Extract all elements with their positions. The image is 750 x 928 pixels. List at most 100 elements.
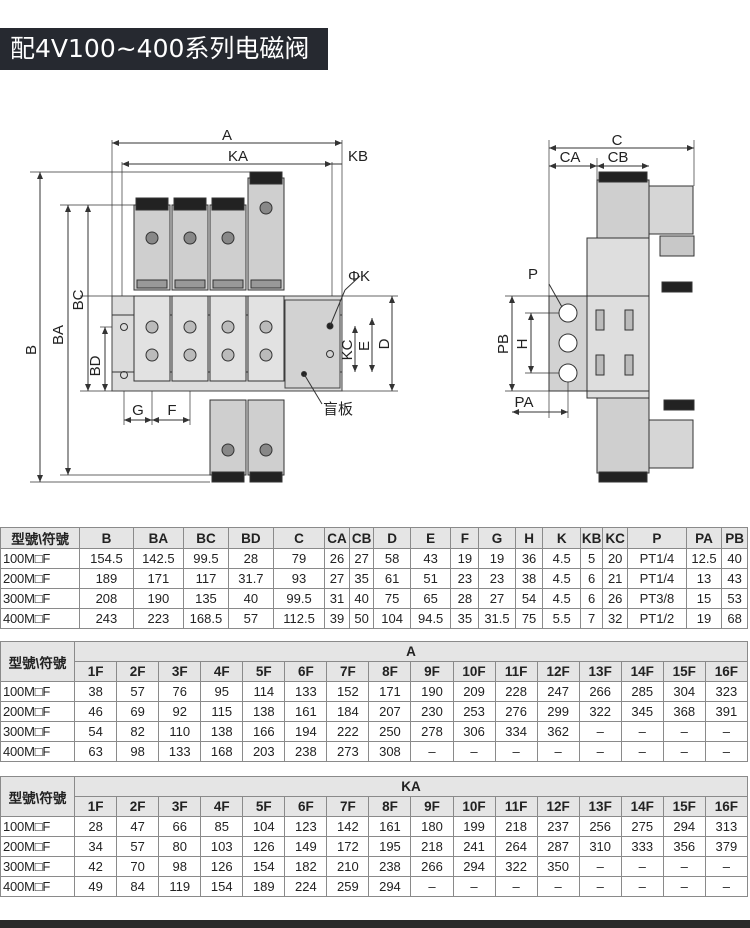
table1-header-cell: 型號\符號: [0, 527, 81, 549]
label-KA: KA: [228, 148, 248, 165]
table-cell: –: [662, 856, 706, 877]
label-BA: BA: [50, 325, 67, 345]
table-cell: 40: [348, 588, 375, 609]
label-CA: CA: [560, 149, 581, 166]
table-cell: 15: [685, 588, 723, 609]
table-cell: 256: [578, 816, 622, 837]
table-cell: 4.5: [542, 568, 581, 589]
table-cell: 23: [478, 568, 516, 589]
table-cell: –: [452, 741, 496, 762]
table-cell: 57: [227, 608, 274, 629]
label-BC: BC: [70, 289, 87, 310]
table-cell: 32: [602, 608, 628, 629]
table-cell: 50: [348, 608, 375, 629]
table-cell: 13: [685, 568, 723, 589]
table-cell: 54: [514, 588, 544, 609]
table-cell: 80: [158, 836, 202, 857]
table2-corner: 型號\符號: [0, 641, 76, 682]
table-cell: –: [494, 876, 538, 897]
table-cell: 84: [116, 876, 160, 897]
label-E: E: [356, 341, 373, 351]
table-cell: 323: [704, 681, 749, 702]
table-cell: 12.5: [685, 548, 723, 569]
table-cell: 94.5: [409, 608, 452, 629]
table-cell: –: [578, 856, 622, 877]
table-cell: 138: [242, 701, 286, 722]
table-cell: 46: [74, 701, 118, 722]
table-cell: 203: [242, 741, 286, 762]
table-cell: 114: [242, 681, 286, 702]
table-cell: 154: [242, 856, 286, 877]
table-cell: 98: [158, 856, 202, 877]
table-cell: 28: [227, 548, 274, 569]
label-phiK: ΦK: [348, 268, 370, 285]
table-cell: 58: [373, 548, 411, 569]
table3-corner: 型號\符號: [0, 776, 76, 817]
table-cell: 391: [704, 701, 749, 722]
table-cell: 79: [272, 548, 326, 569]
table3-col-header: 10F: [452, 796, 496, 817]
table-cell: 306: [452, 721, 496, 742]
label-BD: BD: [87, 355, 104, 376]
table3-col-header: 12F: [536, 796, 580, 817]
table-cell: –: [578, 876, 622, 897]
table-cell: 100M□F: [0, 816, 76, 837]
table-cell: 133: [158, 741, 202, 762]
table-cell: 400M□F: [0, 741, 76, 762]
table-cell: 126: [242, 836, 286, 857]
table-cell: –: [536, 741, 580, 762]
table-cell: 241: [452, 836, 496, 857]
table2-col-header: 10F: [452, 661, 496, 682]
table1-header-cell: B: [79, 527, 134, 549]
table-cell: 5: [579, 548, 604, 569]
table-cell: 189: [79, 568, 134, 589]
table1-header-cell: KC: [602, 527, 628, 549]
table-cell: 92: [158, 701, 202, 722]
table-cell: 334: [494, 721, 538, 742]
table-cell: 104: [373, 608, 411, 629]
table-cell: –: [536, 876, 580, 897]
table2-group: A: [74, 641, 748, 662]
table-cell: 230: [410, 701, 454, 722]
table-cell: 287: [536, 836, 580, 857]
table1-header-cell: PB: [721, 527, 748, 549]
table-cell: 313: [704, 816, 749, 837]
table1-header-cell: K: [542, 527, 581, 549]
table-cell: 161: [368, 816, 412, 837]
table-cell: 40: [227, 588, 274, 609]
table-cell: 75: [514, 608, 544, 629]
table-cell: –: [620, 856, 664, 877]
table-cell: 356: [662, 836, 706, 857]
label-F: F: [167, 402, 176, 419]
table1-header-cell: BD: [227, 527, 274, 549]
table3-col-header: 5F: [242, 796, 286, 817]
table-cell: 26: [602, 588, 628, 609]
table-cell: 5.5: [542, 608, 581, 629]
table-cell: 199: [452, 816, 496, 837]
table-cell: 35: [450, 608, 480, 629]
table-cell: 308: [368, 741, 412, 762]
table1-header-cell: BA: [132, 527, 184, 549]
table2-col-header: 2F: [116, 661, 160, 682]
table-cell: 99.5: [272, 588, 326, 609]
table-cell: 171: [368, 681, 412, 702]
table-cell: 180: [410, 816, 454, 837]
table-cell: –: [704, 721, 749, 742]
table-cell: 362: [536, 721, 580, 742]
table1-header-cell: CA: [324, 527, 350, 549]
table-cell: 200M□F: [0, 701, 76, 722]
table-cell: –: [662, 721, 706, 742]
table-cell: 294: [452, 856, 496, 877]
table-cell: 100M□F: [0, 681, 76, 702]
table2-col-header: 4F: [200, 661, 244, 682]
table-cell: 40: [721, 548, 748, 569]
table-cell: 275: [620, 816, 664, 837]
table-cell: 126: [200, 856, 244, 877]
table-cell: 142.5: [132, 548, 184, 569]
table-cell: 133: [284, 681, 328, 702]
table1-header-cell: H: [514, 527, 544, 549]
table-cell: 189: [242, 876, 286, 897]
